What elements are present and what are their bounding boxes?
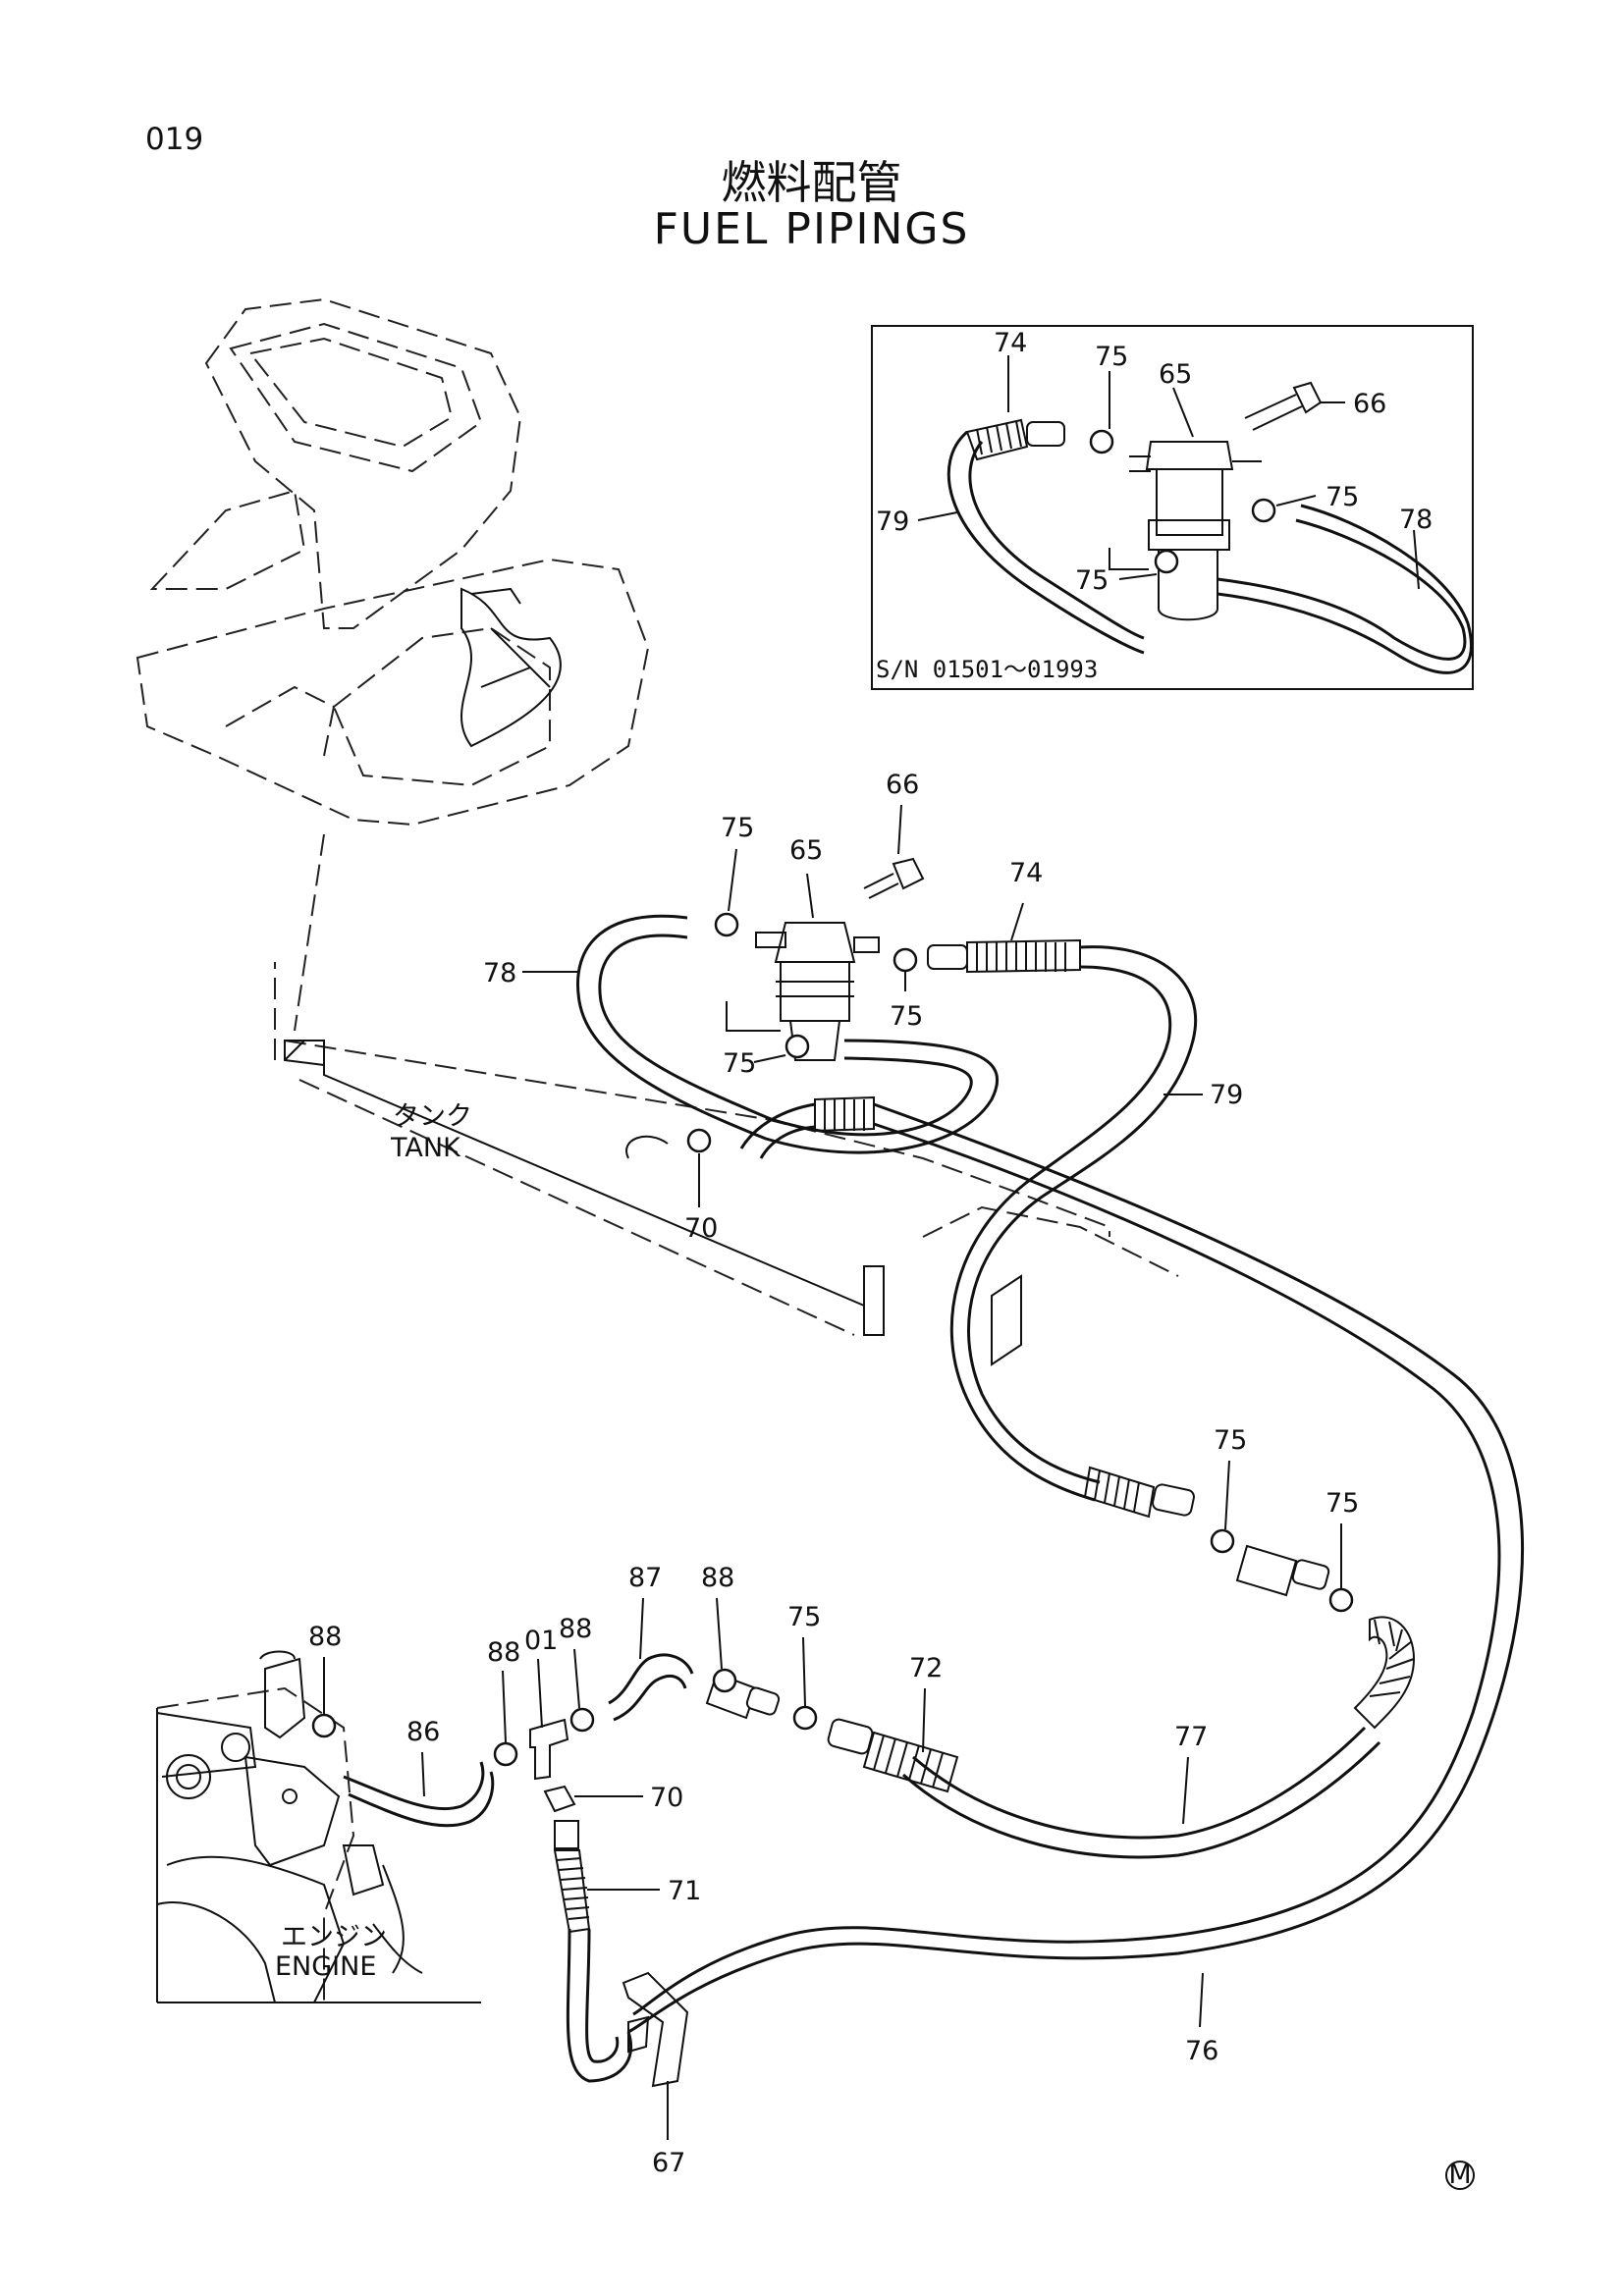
callout-67: 67 (652, 2148, 685, 2178)
corrugated-hose-79-end (1083, 1466, 1195, 1519)
callout-inset-75c: 75 (1075, 565, 1109, 596)
clamp-88-c (493, 1741, 518, 1767)
callout-inset-74: 74 (994, 328, 1027, 358)
hose-76 (627, 1102, 1525, 2034)
callout-88-a: 88 (701, 1563, 734, 1593)
clamp-70 (543, 1785, 576, 1813)
callout-inset-66: 66 (1353, 389, 1386, 419)
callout-86: 86 (406, 1717, 440, 1747)
page-title-japanese: 燃料配管 (721, 156, 902, 209)
callout-70-tank: 70 (684, 1213, 718, 1244)
callout-inset-78: 78 (1399, 505, 1433, 535)
callout-74: 74 (1009, 858, 1043, 888)
callout-79: 79 (1210, 1080, 1243, 1110)
callout-77: 77 (1174, 1722, 1208, 1752)
inset-bolt-66 (1244, 381, 1323, 431)
tank-label: TANK (390, 1133, 461, 1163)
fuel-joint (705, 1672, 781, 1720)
area-labels: タンク TANK エンジン ENGINE (275, 1101, 472, 1982)
callout-75-b: 75 (890, 1001, 923, 1032)
filter-bracket (726, 1001, 781, 1032)
hose-79 (949, 945, 1198, 1502)
clamp-88-engine (311, 1713, 337, 1738)
page-title: FUEL PIPINGS (653, 204, 970, 254)
callout-70: 70 (650, 1783, 683, 1813)
corner-mark: M (1445, 2160, 1475, 2190)
clamp-70-tank (686, 1128, 712, 1153)
clamp-75-d (1210, 1528, 1235, 1554)
tank-outlet-hose (739, 1095, 875, 1159)
corner-mark-letter: M (1448, 2160, 1471, 2190)
hose-87 (608, 1653, 694, 1722)
callout-71: 71 (668, 1876, 701, 1906)
clamp-75-c (784, 1034, 810, 1059)
callout-76: 76 (1185, 2036, 1218, 2066)
engine-outline (156, 1650, 481, 2003)
callout-75-c: 75 (723, 1048, 756, 1079)
tee-fitting-01 (529, 1718, 569, 1781)
main-callouts: 75 65 66 74 78 75 75 79 70 75 75 87 88 8… (308, 770, 1359, 2178)
corrugated-hose-71 (553, 1820, 633, 2083)
callout-inset-79: 79 (876, 507, 909, 537)
clamp-88-b (569, 1707, 595, 1733)
hose-bracket-67 (622, 1971, 689, 2088)
callout-66: 66 (886, 770, 919, 800)
leader-lines (323, 804, 1342, 2140)
callout-01: 01 (524, 1626, 558, 1656)
callout-65: 65 (789, 835, 823, 866)
engine-label: ENGINE (275, 1951, 376, 1982)
page-number: 019 (145, 122, 204, 157)
callout-75-d: 75 (1214, 1425, 1247, 1456)
callout-75-e: 75 (1325, 1488, 1359, 1519)
callout-inset-75a: 75 (1095, 342, 1128, 372)
hose-86 (343, 1761, 495, 1828)
callout-88-b: 88 (487, 1637, 520, 1668)
callout-75-a: 75 (721, 813, 754, 843)
bolt-66 (863, 857, 925, 899)
serial-number-note: S/N 01501～01993 (876, 656, 1098, 683)
callout-72: 72 (909, 1653, 943, 1683)
callout-inset-75b: 75 (1325, 482, 1359, 512)
machine-overview-sketch (135, 297, 650, 1032)
clamp-75-e (1328, 1587, 1354, 1613)
inset-fuel-filter-65 (1129, 441, 1262, 621)
callout-87: 87 (628, 1563, 662, 1593)
callout-88-engine: 88 (308, 1622, 342, 1652)
check-valve (1235, 1544, 1330, 1597)
callout-inset-65: 65 (1159, 359, 1192, 390)
clamp-75-a (714, 912, 739, 937)
tank-label-japanese: タンク (393, 1101, 472, 1132)
callout-78: 78 (483, 958, 516, 988)
inset-corrugated-hose-74 (965, 418, 1065, 461)
callout-75-f: 75 (787, 1602, 821, 1632)
hose-77 (902, 1616, 1416, 1859)
serial-number-inset (871, 325, 1474, 690)
clamp-88-a (712, 1668, 737, 1693)
clamp-75-b (893, 947, 918, 973)
callout-88-c: 88 (559, 1614, 592, 1644)
corrugated-hose-74 (927, 938, 1081, 974)
engine-label-japanese: エンジン (281, 1922, 387, 1952)
clamp-75-f (792, 1705, 818, 1731)
corrugated-hose-72 (827, 1718, 959, 1793)
fuel-tank-outline (274, 962, 1179, 1366)
inset-callouts: 74 75 65 66 75 79 78 75 S/N 01501～01993 (876, 328, 1433, 683)
